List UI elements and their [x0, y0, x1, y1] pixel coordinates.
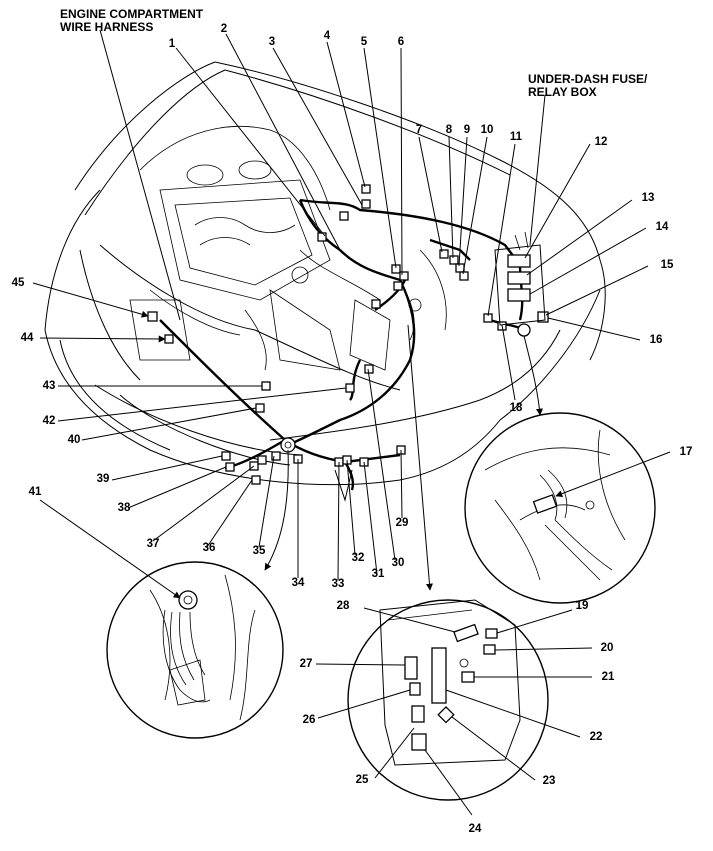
- callout-8: 8: [445, 124, 453, 136]
- callout-33: 33: [331, 578, 345, 590]
- callout-1: 1: [168, 38, 176, 50]
- callout-45: 45: [11, 277, 25, 289]
- callout-23: 23: [542, 775, 556, 787]
- callout-29: 29: [395, 517, 409, 529]
- callout-4: 4: [323, 30, 331, 42]
- fusebox-title: UNDER-DASH FUSE/ RELAY BOX: [528, 72, 648, 99]
- callout-41: 41: [28, 486, 42, 498]
- car-body-outline: [44, 61, 606, 486]
- callout-38: 38: [117, 502, 131, 514]
- callout-30: 30: [391, 557, 405, 569]
- callout-40: 40: [67, 434, 81, 446]
- callout-39: 39: [96, 473, 110, 485]
- callout-15: 15: [660, 259, 674, 271]
- callout-11: 11: [509, 131, 523, 143]
- detail-circle-17: [464, 412, 671, 604]
- detail-circle-fuse-panel: [315, 599, 593, 816]
- callout-34: 34: [291, 577, 305, 589]
- callout-28: 28: [336, 600, 350, 612]
- callout-3: 3: [268, 36, 276, 48]
- callout-13: 13: [641, 192, 655, 204]
- callout-25: 25: [355, 774, 369, 786]
- engine-sketch: [129, 125, 447, 371]
- detail-circle-41: [39, 499, 284, 739]
- callout-26: 26: [302, 714, 316, 726]
- callout-31: 31: [371, 568, 385, 580]
- callout-16: 16: [649, 334, 663, 346]
- callout-17: 17: [679, 446, 693, 458]
- leader-lines: [32, 29, 649, 581]
- callout-44: 44: [20, 332, 34, 344]
- fuse-box-sketch: [494, 231, 546, 326]
- callout-20: 20: [600, 642, 614, 654]
- callout-36: 36: [202, 542, 216, 554]
- callout-6: 6: [397, 36, 405, 48]
- detail-arrows: [264, 324, 543, 591]
- callout-24: 24: [468, 823, 482, 835]
- harness-title: ENGINE COMPARTMENT WIRE HARNESS: [60, 7, 204, 34]
- callout-37: 37: [146, 538, 160, 550]
- connectors: [147, 184, 549, 485]
- callout-35: 35: [252, 545, 266, 557]
- callout-7: 7: [415, 124, 423, 136]
- callout-18: 18: [509, 402, 523, 414]
- callout-21: 21: [601, 671, 615, 683]
- callout-9: 9: [463, 124, 471, 136]
- callout-42: 42: [42, 415, 56, 427]
- callout-32: 32: [351, 552, 365, 564]
- callout-12: 12: [594, 136, 608, 148]
- callout-5: 5: [360, 36, 368, 48]
- callout-19: 19: [575, 600, 589, 612]
- callout-22: 22: [589, 731, 603, 743]
- callout-2: 2: [220, 23, 228, 35]
- callout-43: 43: [42, 380, 56, 392]
- callout-10: 10: [480, 124, 494, 136]
- callout-14: 14: [655, 221, 669, 233]
- callout-27: 27: [299, 658, 313, 670]
